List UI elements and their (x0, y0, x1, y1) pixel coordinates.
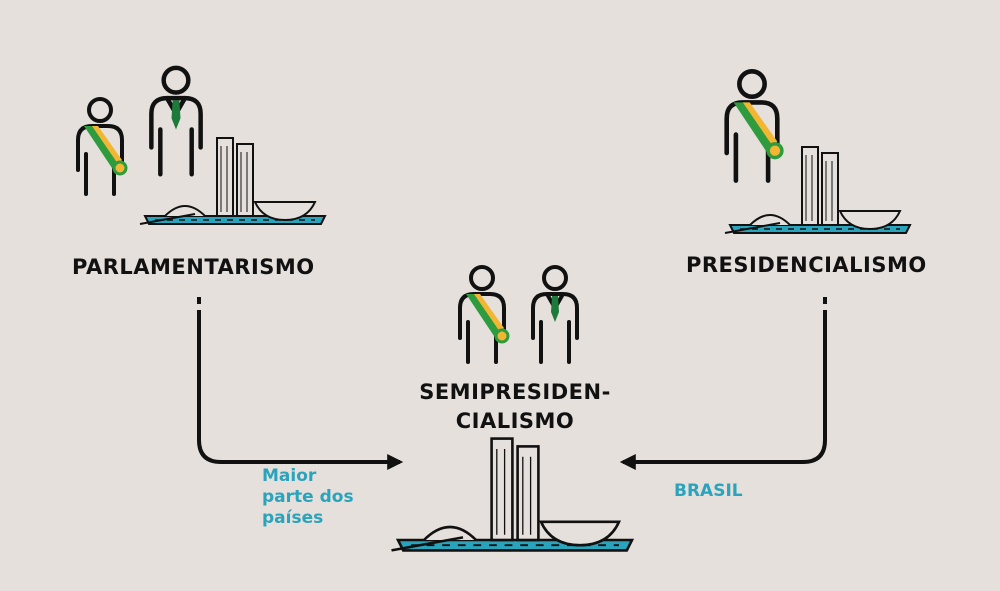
presidencialismo-illustration (724, 71, 911, 234)
arrow-icon (619, 310, 827, 470)
president-figure-icon (458, 265, 510, 364)
left-edge-note-line1: Maior (262, 466, 317, 486)
semipresidencialismo-label-line1: SEMIPRESIDEN- (419, 380, 611, 404)
congress-building-icon (724, 146, 911, 234)
president-figure-icon (76, 97, 128, 196)
parlamentarismo-label: PARLAMENTARISMO (72, 255, 315, 279)
left-edge-note-line3: países (262, 508, 324, 528)
arrow-left (197, 297, 404, 470)
right-edge-note: BRASIL (674, 481, 743, 501)
semipresidencialismo-label-line2: CIALISMO (455, 409, 575, 433)
prime-minister-figure-icon (531, 265, 579, 364)
parlamentarismo-illustration (76, 68, 326, 225)
congress-building-icon (390, 437, 634, 552)
left-edge-note: Maior parte dos países (262, 466, 354, 529)
semipresidencialismo-label: SEMIPRESIDEN- CIALISMO (410, 378, 620, 436)
arrow-icon (197, 310, 404, 470)
presidencialismo-label: PRESIDENCIALISMO (686, 253, 927, 277)
arrow-right (619, 297, 827, 470)
congress-building-icon (139, 137, 326, 225)
president-figure-icon (727, 71, 782, 180)
left-edge-note-line2: parte dos (262, 487, 354, 507)
prime-minister-figure-icon (151, 68, 200, 174)
